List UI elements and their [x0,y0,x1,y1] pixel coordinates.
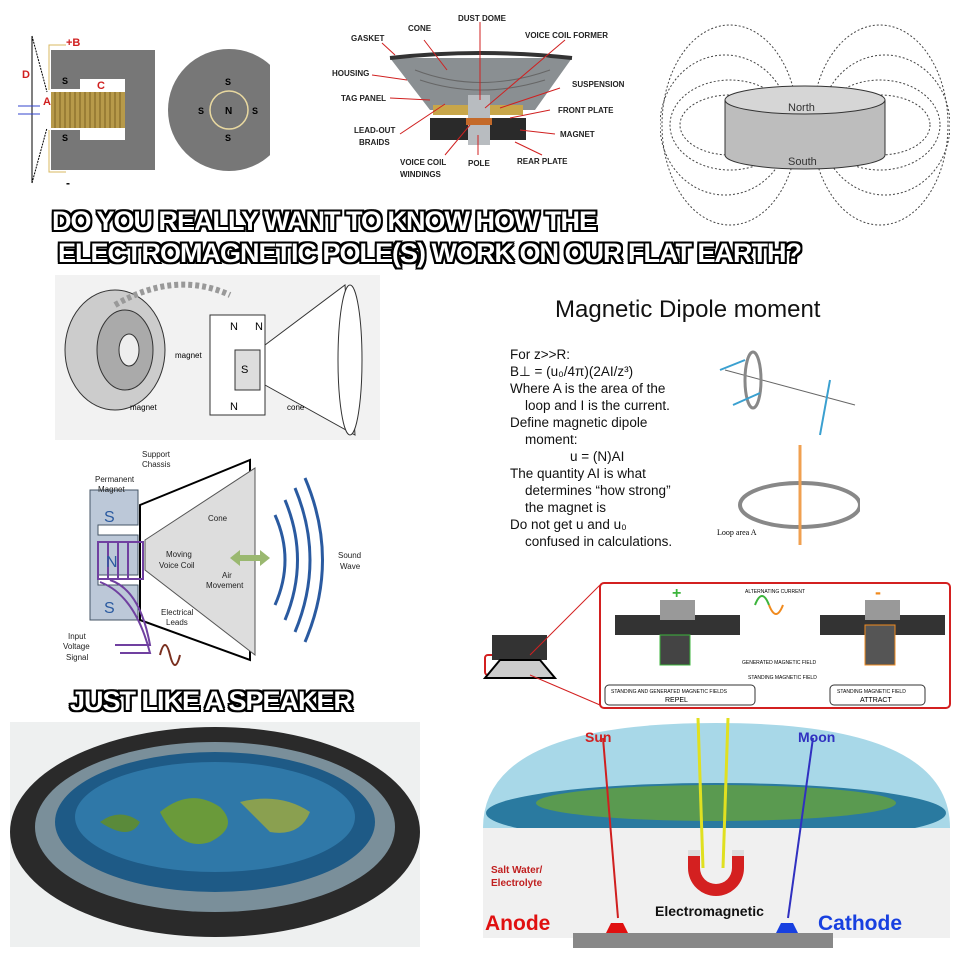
alternating-current-label: ALTERNATING CURRENT [745,589,805,595]
attract-box-line2: ATTRACT [860,697,892,704]
slide-line: Define magnetic dipole [510,415,648,430]
headline-line-1: DO YOU REALLY WANT TO KNOW HOW THE [51,206,597,237]
label-cone: CONE [408,24,432,33]
magnet-label: magnet [175,351,202,360]
label-suspension: SUSPENSION [572,80,625,89]
label-front-plate: FRONT PLATE [558,106,614,115]
label-s: S [252,106,258,116]
label-c: C [97,80,105,92]
disc-magnet-field-lines: North South [660,15,950,240]
label-s: S [241,364,248,376]
minus-sign: - [875,582,881,602]
label-minus: - [66,176,70,190]
slide-line: determines “how strong” [525,483,671,498]
label-gasket: GASKET [351,34,384,43]
label-s: S [225,133,231,143]
repel-box-line1: STANDING AND GENERATED MAGNETIC FIELDS [611,689,728,695]
slide-line: loop and I is the current. [525,398,670,413]
label-voice-coil-former: VOICE COIL FORMER [525,31,608,40]
label-windings: WINDINGS [400,170,442,179]
label-s: S [198,106,204,116]
label-n: N [255,321,263,333]
label-b: +B [66,37,80,49]
north-label: North [788,102,815,114]
anode-label: Anode [485,912,550,935]
label-electrical: Electrical [161,608,194,617]
label-permanent: Permanent [95,475,135,484]
dome-electromagnet-image: Sun Moon Salt Water/ Electrolyte Anode E… [483,718,950,948]
electromagnetic-label: Electromagnetic [655,903,764,919]
cone-label: cone [287,403,305,412]
speaker-cutaway-diagram: DUST DOME CONE GASKET VOICE COIL FORMER … [320,0,640,190]
label-pole: POLE [468,159,490,168]
generated-field-label: GENERATED MAGNETIC FIELD [742,660,816,666]
label-air: Air [222,571,232,580]
label-s: S [104,600,115,617]
label-voice-coil: Voice Coil [159,561,195,570]
plus-sign: + [672,585,681,602]
label-n: N [230,401,238,413]
slide-line: the magnet is [525,500,607,515]
label-s: S [225,77,231,87]
electrolyte-label: Electrolyte [491,878,543,889]
label-cone: Cone [208,514,228,523]
label-magnet: MAGNET [560,130,595,139]
speaker-working-diagram: S N S Support Chassis Permanent Magnet C… [50,440,380,670]
magnetic-dipole-slide: Magnetic Dipole moment For z>>R: B⊥ = (u… [500,290,860,560]
label-rear-plate: REAR PLATE [517,157,568,166]
slide-line: Where A is the area of the [510,381,666,396]
label-chassis: Chassis [142,460,170,469]
salt-water-label: Salt Water/ [491,865,543,876]
slide-line: Do not get u and u₀ [510,517,627,532]
label-support: Support [142,450,171,459]
label-magnet: Magnet [98,485,125,494]
label-voice-coil: VOICE COIL [400,158,446,167]
slide-line: B⊥ = (u₀/4π)(2AI/z³) [510,364,634,379]
label-s: S [62,76,68,86]
loop-area-label: Loop area A [717,528,757,537]
slide-line: The quantity AI is what [510,466,646,481]
standing-field-label: STANDING MAGNETIC FIELD [748,675,817,681]
label-s: S [104,509,115,526]
slide-title: Magnetic Dipole moment [555,296,821,323]
moon-label: Moon [798,729,835,745]
label-movement: Movement [206,581,244,590]
magnet-cross-section-diagram: +B D A C - S S N S S S S [0,0,270,200]
flat-earth-speaker-image [10,722,420,947]
slide-line: confused in calculations. [525,534,673,549]
label-input: Input [68,632,87,641]
slide-line: For z>>R: [510,347,571,362]
repel-box-line2: REPEL [665,697,688,704]
alternating-current-speaker-diagram: + - ALTERNATING CURRENT GENERATED MAGNET… [480,580,960,715]
label-wave: Wave [340,562,361,571]
south-label: South [788,156,817,168]
sun-label: Sun [585,729,611,745]
magnet-label: magnet [130,403,157,412]
label-lead-out: LEAD-OUT [354,126,395,135]
label-housing: HOUSING [332,69,369,78]
label-s: S [62,133,68,143]
label-sound: Sound [338,551,361,560]
label-n: N [225,106,232,117]
label-signal: Signal [66,653,88,662]
label-tag-panel: TAG PANEL [341,94,386,103]
slide-line: moment: [525,432,578,447]
slide-line: u = (N)AI [570,449,625,464]
label-braids: BRAIDS [359,138,390,147]
headline-line-2: ELECTROMAGNETIC POLE(S) WORK ON OUR FLAT… [58,238,803,269]
label-n: N [106,554,118,571]
attract-box-line1: STANDING MAGNETIC FIELD [837,689,906,695]
label-a: A [43,96,51,108]
speaker-caption: JUST LIKE A SPEAKER [69,686,353,717]
label-leads: Leads [166,618,188,627]
cathode-label: Cathode [818,912,902,935]
label-d: D [22,69,30,81]
label-dust-dome: DUST DOME [458,14,507,23]
label-voltage: Voltage [63,642,90,651]
label-n: N [230,321,238,333]
label-moving: Moving [166,550,192,559]
magnet-cone-sketch: N N S N magnet magnet cone [55,275,380,440]
